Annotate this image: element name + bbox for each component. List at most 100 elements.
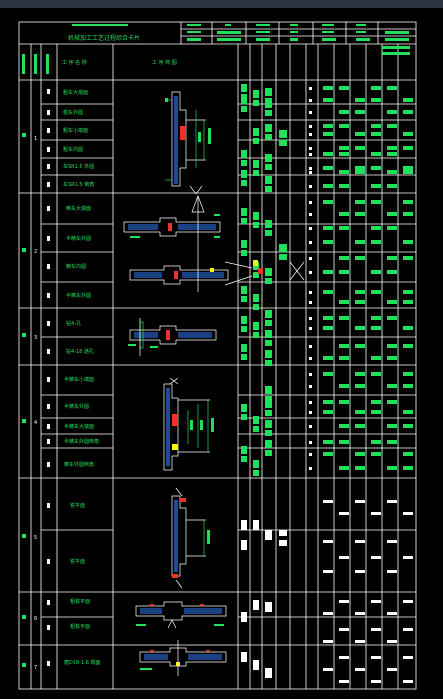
param-cell-mark — [387, 146, 397, 150]
param-cell-mark — [309, 345, 312, 348]
param-cell-mark — [403, 200, 413, 204]
sheet-grid — [18, 21, 417, 690]
param-cell-mark — [241, 286, 247, 294]
param-cell-mark — [265, 330, 272, 338]
sketch-op3[interactable] — [128, 318, 217, 356]
param-cell-mark — [355, 500, 365, 503]
param-cell-mark — [241, 520, 247, 530]
param-cell-mark — [355, 640, 365, 643]
param-cell-mark — [387, 400, 397, 404]
param-cell-mark — [323, 152, 333, 156]
param-cell-mark — [387, 344, 397, 348]
step-label: 半精车外圆 — [66, 292, 91, 299]
param-cell-mark — [355, 300, 365, 304]
param-cell-mark — [323, 86, 333, 90]
sketch-op4[interactable] — [163, 377, 214, 471]
sketch-op2[interactable] — [123, 195, 253, 292]
param-cell-mark — [323, 184, 333, 188]
param-cell-mark — [265, 400, 272, 408]
param-cell-mark — [309, 167, 312, 170]
param-cell-mark — [403, 656, 413, 659]
param-cell-mark — [265, 340, 272, 346]
param-cell-mark — [355, 212, 365, 216]
param-cell-mark — [323, 270, 333, 274]
param-cell-mark — [265, 602, 272, 612]
param-cell-mark — [309, 301, 312, 304]
param-cell-mark — [323, 500, 333, 503]
param-cell-mark — [265, 88, 272, 96]
sketch-op1[interactable] — [165, 91, 211, 195]
step-label: 铣平面 — [70, 558, 85, 565]
op-number: 4 — [34, 420, 37, 426]
param-cell-mark — [339, 170, 349, 174]
param-cell-mark — [323, 570, 333, 573]
param-cell-mark — [309, 99, 312, 102]
param-cell-mark — [387, 540, 397, 543]
param-cell-mark — [371, 226, 381, 230]
op-number: 5 — [34, 535, 37, 541]
param-cell-mark — [403, 556, 413, 559]
param-cell-mark — [309, 227, 312, 230]
param-cell-mark — [323, 452, 333, 456]
param-cell-mark — [339, 556, 349, 559]
param-cell-mark — [309, 327, 312, 330]
param-cell-mark — [253, 304, 259, 310]
param-cell-mark — [355, 466, 365, 470]
param-cell-mark — [265, 450, 272, 456]
param-cell-mark — [403, 680, 413, 683]
param-cell-mark — [253, 294, 259, 302]
param-cell-mark — [323, 540, 333, 543]
param-cell-mark — [387, 440, 397, 444]
title-bar-decoration — [72, 24, 128, 26]
param-cell-mark — [387, 316, 397, 320]
param-cell-mark — [371, 316, 381, 320]
param-cell-mark — [339, 466, 349, 470]
param-cell-mark — [339, 184, 349, 188]
param-cell-mark — [258, 268, 263, 274]
param-cell-mark — [253, 660, 259, 670]
step-label: 粗铣平面 — [70, 623, 90, 630]
param-cell-mark — [387, 300, 397, 304]
step-label: 粗车外圆 — [63, 109, 83, 116]
param-cell-mark — [241, 344, 247, 352]
param-cell-mark — [371, 440, 381, 444]
operation-numbers: 1 2 3 4 5 6 7 — [22, 133, 37, 671]
param-cell-mark — [371, 512, 381, 515]
param-cell-mark — [253, 170, 259, 176]
param-cell-mark — [387, 384, 397, 388]
param-cell-mark — [279, 254, 287, 260]
param-cell-mark — [241, 354, 247, 360]
param-cell-mark — [355, 612, 365, 615]
param-cell-mark — [323, 372, 333, 376]
param-cell-mark — [265, 100, 272, 108]
param-cell-mark — [323, 356, 333, 360]
param-cell-mark — [279, 140, 287, 146]
op-number: 3 — [34, 335, 37, 341]
step-label: 车SR1.5 外圆 — [63, 163, 94, 170]
sketch-op6[interactable] — [135, 601, 227, 629]
param-cell-mark — [339, 680, 349, 683]
param-cell-mark — [339, 146, 349, 150]
param-cell-mark — [403, 132, 413, 136]
param-cell-mark — [403, 424, 413, 428]
param-cell-mark — [355, 290, 365, 294]
sketch-op7[interactable] — [139, 640, 227, 676]
param-cell-mark — [323, 612, 333, 615]
param-cell-mark — [387, 570, 397, 573]
param-cell-mark — [323, 410, 333, 414]
param-cell-mark — [309, 425, 312, 428]
sketch-op5[interactable] — [171, 487, 210, 589]
param-cell-mark — [265, 110, 272, 116]
param-cell-mark — [355, 452, 365, 456]
param-cell-mark — [265, 230, 272, 236]
param-cell-mark — [323, 124, 333, 128]
param-cell-mark — [265, 186, 272, 192]
op-number: 7 — [34, 665, 37, 671]
param-cell-mark — [309, 401, 312, 404]
param-cell-mark — [279, 130, 287, 138]
param-cell-mark — [253, 160, 259, 168]
param-cell-mark — [371, 410, 381, 414]
param-cell-mark — [371, 680, 381, 683]
param-cell-mark — [387, 152, 397, 156]
